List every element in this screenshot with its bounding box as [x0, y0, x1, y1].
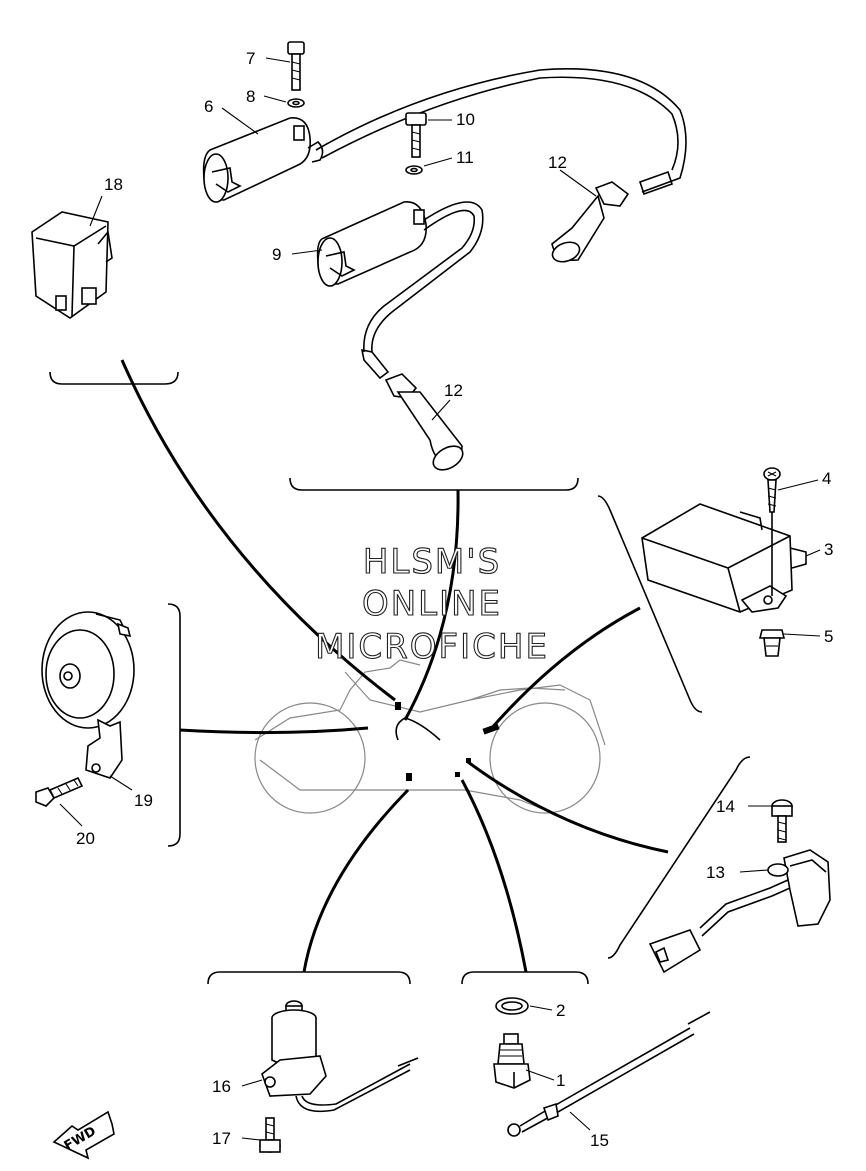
part-16-switch	[261, 1000, 419, 1113]
part-17-bolt	[259, 1117, 281, 1153]
part-1-switch	[493, 1033, 531, 1089]
part-12-spark-plug-cap-upper	[551, 181, 630, 263]
fwd-arrow-icon: FWD	[52, 1110, 115, 1160]
group-brackets	[49, 371, 751, 985]
callout-labels: 7 8 6 10 11 9 12 12 18 4 3 5 19 20 14 13…	[76, 49, 833, 1150]
callout-12-upper: 12	[548, 153, 567, 172]
callout-7: 7	[246, 49, 255, 68]
callout-3: 3	[824, 540, 833, 559]
part-20-bolt	[35, 776, 84, 807]
callout-17: 17	[212, 1129, 231, 1148]
part-18-relay	[31, 211, 113, 319]
callout-11: 11	[456, 148, 474, 167]
callout-9: 9	[272, 245, 281, 264]
callout-15: 15	[590, 1131, 609, 1150]
callout-20: 20	[76, 829, 95, 848]
part-14-bolt	[771, 799, 793, 843]
motorcycle-outline	[254, 659, 606, 814]
part-13-sensor	[648, 849, 831, 974]
callout-5: 5	[824, 627, 833, 646]
part-3-cdi-unit	[641, 503, 807, 613]
part-4-screw	[763, 467, 781, 596]
watermark-line-1: HLSM'S	[363, 542, 501, 582]
part-8-washer	[287, 98, 305, 108]
callout-8: 8	[246, 87, 255, 106]
callout-4: 4	[822, 469, 831, 488]
callout-10: 10	[456, 110, 475, 129]
part-15-lead-wire	[507, 1011, 711, 1137]
callout-12-lower: 12	[444, 381, 463, 400]
callout-18: 18	[104, 175, 123, 194]
location-leaders	[120, 359, 669, 973]
part-9-ignition-coil	[316, 201, 484, 380]
callout-16: 16	[212, 1077, 231, 1096]
watermark: HLSM'S ONLINE MICROFICHE	[315, 541, 549, 667]
callout-14: 14	[716, 797, 735, 816]
callout-6: 6	[204, 97, 213, 116]
callout-1: 1	[556, 1071, 565, 1090]
callout-13: 13	[706, 863, 725, 882]
part-5-grommet	[758, 629, 786, 657]
part-7-bolt	[287, 41, 305, 91]
callout-2: 2	[556, 1001, 565, 1020]
watermark-line-3: MICROFICHE	[315, 627, 549, 667]
callout-leaders	[59, 57, 821, 1141]
watermark-line-2: ONLINE	[362, 584, 502, 624]
part-11-washer	[405, 165, 423, 175]
part-2-gasket	[495, 997, 529, 1015]
callout-19: 19	[134, 791, 153, 810]
part-6-ignition-coil	[202, 68, 687, 203]
part-12-spark-plug-cap-lower	[384, 373, 464, 471]
part-10-bolt	[405, 112, 427, 158]
part-19-horn	[41, 611, 135, 779]
